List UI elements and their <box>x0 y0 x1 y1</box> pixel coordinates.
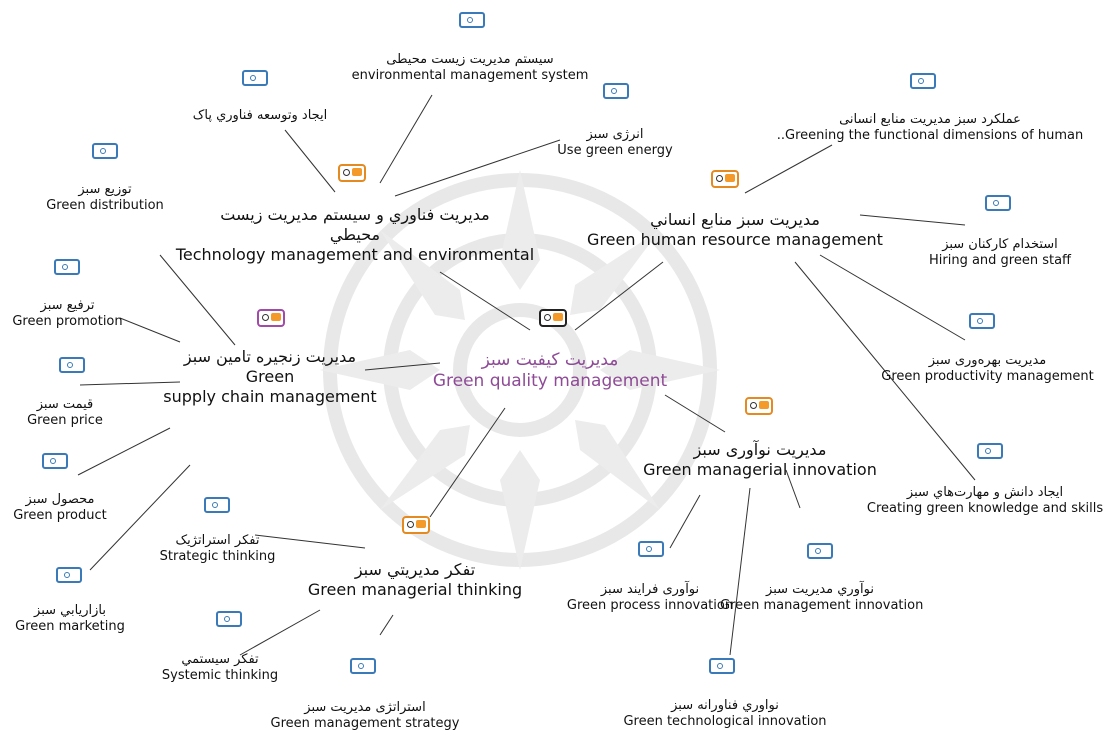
category-en: Green managerial innovation <box>643 460 877 479</box>
leaf-productivity[interactable]: مديريت بهره‌وری سبز Green productivity m… <box>870 353 1105 386</box>
code-icon <box>807 543 833 559</box>
category-fa: مديريت نوآوری سبز <box>693 440 827 459</box>
leaf-en: Strategic thinking <box>159 549 276 565</box>
leaf-ems[interactable]: سيستم مديريت زيست محيطی environmental ma… <box>330 52 610 85</box>
leaf-fa: استخدام کارکنان سبز <box>942 237 1058 252</box>
center-node[interactable]: مديريت کيفيت سبز Green quality managemen… <box>420 350 680 393</box>
leaf-clean-tech[interactable]: ايجاد وتوسعه فناوري پاک <box>160 108 360 124</box>
leaf-fa: انرژی سبز <box>586 127 644 142</box>
leaf-en: Green productivity management <box>881 369 1094 385</box>
leaf-fa: تفکر سيستمي <box>181 652 259 667</box>
category-icon <box>745 397 773 415</box>
code-icon <box>42 453 68 469</box>
leaf-fa: توزيع سبز <box>78 182 132 197</box>
code-icon <box>969 313 995 329</box>
code-icon <box>603 83 629 99</box>
leaf-fa: قيمت سبز <box>36 397 94 412</box>
leaf-fa: نواوري فناورانه سبز <box>671 698 779 713</box>
leaf-en: Creating green knowledge and skills <box>866 501 1104 517</box>
category-fa: تفکر مديريتي سبز <box>354 560 476 579</box>
center-fa: مديريت کيفيت سبز <box>481 350 619 370</box>
category-icon <box>539 309 567 327</box>
leaf-fa: ايجاد دانش و مهارت‌هاي سبز <box>906 485 1064 500</box>
code-icon <box>56 567 82 583</box>
leaf-en: Systemic thinking <box>161 668 279 684</box>
leaf-en: Green process innovation <box>566 598 734 614</box>
leaf-en: Green promotion <box>12 314 123 330</box>
leaf-marketing[interactable]: بازاريابي سبز Green marketing <box>5 603 135 636</box>
leaf-hr-func[interactable]: عملکرد سبز مديريت منابع انسانی ..Greenin… <box>760 112 1100 145</box>
leaf-tech-innov[interactable]: نواوري فناورانه سبز Green technological … <box>610 698 840 731</box>
leaf-energy[interactable]: انرژی سبز Use green energy <box>540 127 690 160</box>
leaf-strategic[interactable]: تفکر استراتژيک Strategic thinking <box>150 533 285 566</box>
leaf-product[interactable]: محصول سبز Green product <box>5 492 115 525</box>
code-icon <box>638 541 664 557</box>
category-en: Green human resource management <box>587 230 883 249</box>
leaf-fa: ترفيع سبز <box>40 298 95 313</box>
code-icon <box>459 12 485 28</box>
leaf-fa: محصول سبز <box>25 492 95 507</box>
code-icon <box>350 658 376 674</box>
code-icon <box>216 611 242 627</box>
category-fa: مديريت زنجيره تامين سبز <box>183 347 357 366</box>
code-icon <box>977 443 1003 459</box>
code-icon <box>242 70 268 86</box>
leaf-en: ..Greening the functional dimensions of … <box>776 128 1084 144</box>
leaf-fa: سيستم مديريت زيست محيطی <box>386 52 554 67</box>
leaf-systemic[interactable]: تفکر سيستمي Systemic thinking <box>160 652 280 685</box>
code-icon <box>54 259 80 275</box>
leaf-fa: عملکرد سبز مديريت منابع انسانی <box>839 112 1021 127</box>
category-innovation[interactable]: مديريت نوآوری سبز Green managerial innov… <box>630 440 890 480</box>
category-technology[interactable]: مديريت فناوري و سيستم مديريت زيست محيطي … <box>170 205 540 265</box>
leaf-en: Green management strategy <box>270 716 460 732</box>
leaf-process[interactable]: نوآوری فرايند سبز Green process innovati… <box>560 582 740 615</box>
leaf-fa: ايجاد وتوسعه فناوري پاک <box>192 108 328 123</box>
category-fa: مديريت فناوري و سيستم مديريت زيست <box>220 205 490 224</box>
leaf-en: Green product <box>13 508 107 524</box>
category-icon <box>257 309 285 327</box>
leaf-mgmt-innov[interactable]: نوآوري مديريت سبز Green management innov… <box>720 582 924 615</box>
leaf-en: Green price <box>27 413 103 429</box>
category-thinking[interactable]: تفکر مديريتي سبز Green managerial thinki… <box>295 560 535 600</box>
leaf-hiring[interactable]: استخدام کارکنان سبز Hiring and green sta… <box>910 237 1090 270</box>
category-fa: مديريت سبز منابع انساني <box>650 210 820 229</box>
category-en: Green managerial thinking <box>307 580 523 599</box>
category-supply[interactable]: مديريت زنجيره تامين سبز Green supply cha… <box>160 347 380 407</box>
leaf-fa: نوآوري مديريت سبز <box>766 582 874 597</box>
leaf-en: Hiring and green staff <box>928 253 1072 269</box>
leaf-en: Green technological innovation <box>623 714 827 730</box>
code-icon <box>204 497 230 513</box>
category-en: Technology management and environmental <box>175 245 535 264</box>
category-icon <box>402 516 430 534</box>
code-icon <box>92 143 118 159</box>
category-icon <box>711 170 739 188</box>
category-en: Green <box>245 367 295 386</box>
leaf-fa: بازاريابي سبز <box>34 603 106 618</box>
code-icon <box>59 357 85 373</box>
leaf-en: Green marketing <box>15 619 125 635</box>
leaf-fa: مديريت بهره‌وری سبز <box>928 353 1047 368</box>
code-icon <box>985 195 1011 211</box>
leaf-en: Green distribution <box>46 198 164 214</box>
leaf-en: Use green energy <box>557 143 673 159</box>
category-hr[interactable]: مديريت سبز منابع انساني Green human reso… <box>580 210 890 250</box>
code-icon <box>910 73 936 89</box>
category-en: supply chain management <box>163 387 377 406</box>
leaf-fa: استراتژی مديريت سبز <box>304 700 426 715</box>
center-en: Green quality management <box>432 371 668 392</box>
leaf-en: environmental management system <box>351 68 589 84</box>
category-icon <box>338 164 366 182</box>
code-icon <box>709 658 735 674</box>
leaf-fa: نوآوری فرايند سبز <box>600 582 700 597</box>
watermark-logo <box>320 170 720 570</box>
leaf-strategy[interactable]: استراتژی مديريت سبز Green management str… <box>260 700 470 733</box>
category-fa: محيطي <box>329 225 381 244</box>
leaf-promotion[interactable]: ترفيع سبز Green promotion <box>5 298 130 331</box>
leaf-knowledge[interactable]: ايجاد دانش و مهارت‌هاي سبز Creating gree… <box>860 485 1110 518</box>
leaf-fa: تفکر استراتژيک <box>175 533 260 548</box>
leaf-distribution[interactable]: توزيع سبز Green distribution <box>30 182 180 215</box>
leaf-en: Green management innovation <box>720 598 924 614</box>
leaf-price[interactable]: قيمت سبز Green price <box>15 397 115 430</box>
